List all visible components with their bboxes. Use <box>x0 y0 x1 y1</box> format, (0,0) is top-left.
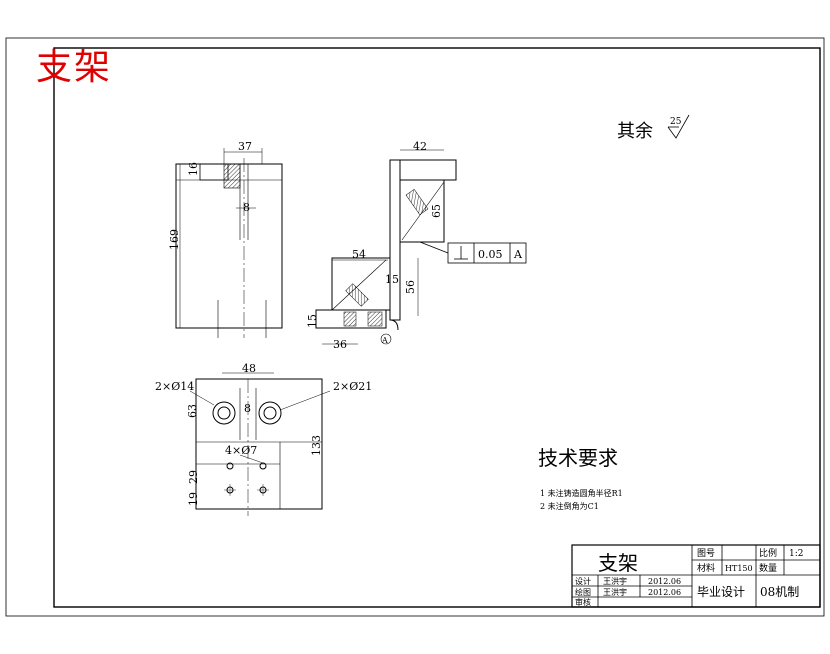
hole-callout-large: 2×Ø21 <box>333 380 372 393</box>
title-material: HT150 <box>725 564 753 573</box>
title-drawing-no-label: 图号 <box>697 548 715 559</box>
tech-requirements-title: 技术要求 <box>538 446 618 470</box>
dim-side-base-w: 36 <box>333 338 347 351</box>
dim-side-h: 56 <box>404 280 417 294</box>
tolerance-frame <box>419 241 527 264</box>
dim-plan-top-offset: 63 <box>186 404 199 418</box>
tech-requirement-2: 2 未注倒角为C1 <box>540 501 599 511</box>
title-drafter-label: 绘图 <box>575 587 591 597</box>
title-quantity-label: 数量 <box>759 562 777 574</box>
tech-requirement-1: 1 未注铸造圆角半径R1 <box>540 488 623 498</box>
dim-side-base-h: 15 <box>306 314 319 328</box>
dim-plan-total-h: 133 <box>310 435 323 456</box>
roughness-symbol-icon <box>667 114 690 139</box>
title-drafter: 王洪宇 <box>603 587 627 597</box>
tolerance-datum: A <box>513 248 523 261</box>
dim-side-diag: 65 <box>430 204 443 218</box>
tolerance-value: 0.05 <box>478 248 503 261</box>
title-material-label: 材料 <box>697 562 715 574</box>
outer-border <box>5 37 825 617</box>
title-design-label: 设计 <box>575 576 591 586</box>
dim-side-mid-w: 54 <box>352 248 366 261</box>
dim-plan-bottom-b: 19 <box>187 492 200 506</box>
side-view <box>315 149 457 345</box>
dim-plan-slot: 8 <box>244 402 251 415</box>
dim-front-top-h: 16 <box>187 162 200 176</box>
title-designer: 王洪宇 <box>603 576 627 586</box>
title-scale-label: 比例 <box>759 547 777 559</box>
title-part-name: 支架 <box>598 551 638 575</box>
dim-front-width: 37 <box>238 140 252 153</box>
inner-border <box>53 47 821 608</box>
dim-plan-bottom-a: 29 <box>187 470 200 484</box>
dim-front-height: 169 <box>168 229 181 250</box>
datum-a-circle-icon <box>380 333 392 345</box>
datum-mark: A <box>381 336 388 345</box>
title-draw-date: 2012.06 <box>648 588 681 597</box>
dim-plan-width: 48 <box>242 362 256 375</box>
dim-front-slot: 8 <box>243 201 250 214</box>
hole-callout-small: 2×Ø14 <box>155 380 194 393</box>
title-project: 毕业设计 <box>697 585 745 599</box>
title-design-date: 2012.06 <box>648 577 681 586</box>
title-class: 08机制 <box>760 585 799 599</box>
roughness-prefix: 其余 <box>617 121 653 142</box>
title-block <box>571 544 821 608</box>
surface-roughness-note: 其余 25 <box>617 114 690 142</box>
roughness-value: 25 <box>670 117 682 127</box>
stamp-title: 支架 <box>36 47 113 88</box>
front-view <box>175 148 283 338</box>
dim-side-top-w: 42 <box>413 140 427 153</box>
dim-side-step: 15 <box>385 273 399 286</box>
title-scale: 1:2 <box>789 549 803 559</box>
plan-view <box>189 372 331 516</box>
hole-callout-four: 4×Ø7 <box>225 444 257 457</box>
title-review-label: 审核 <box>575 597 591 607</box>
